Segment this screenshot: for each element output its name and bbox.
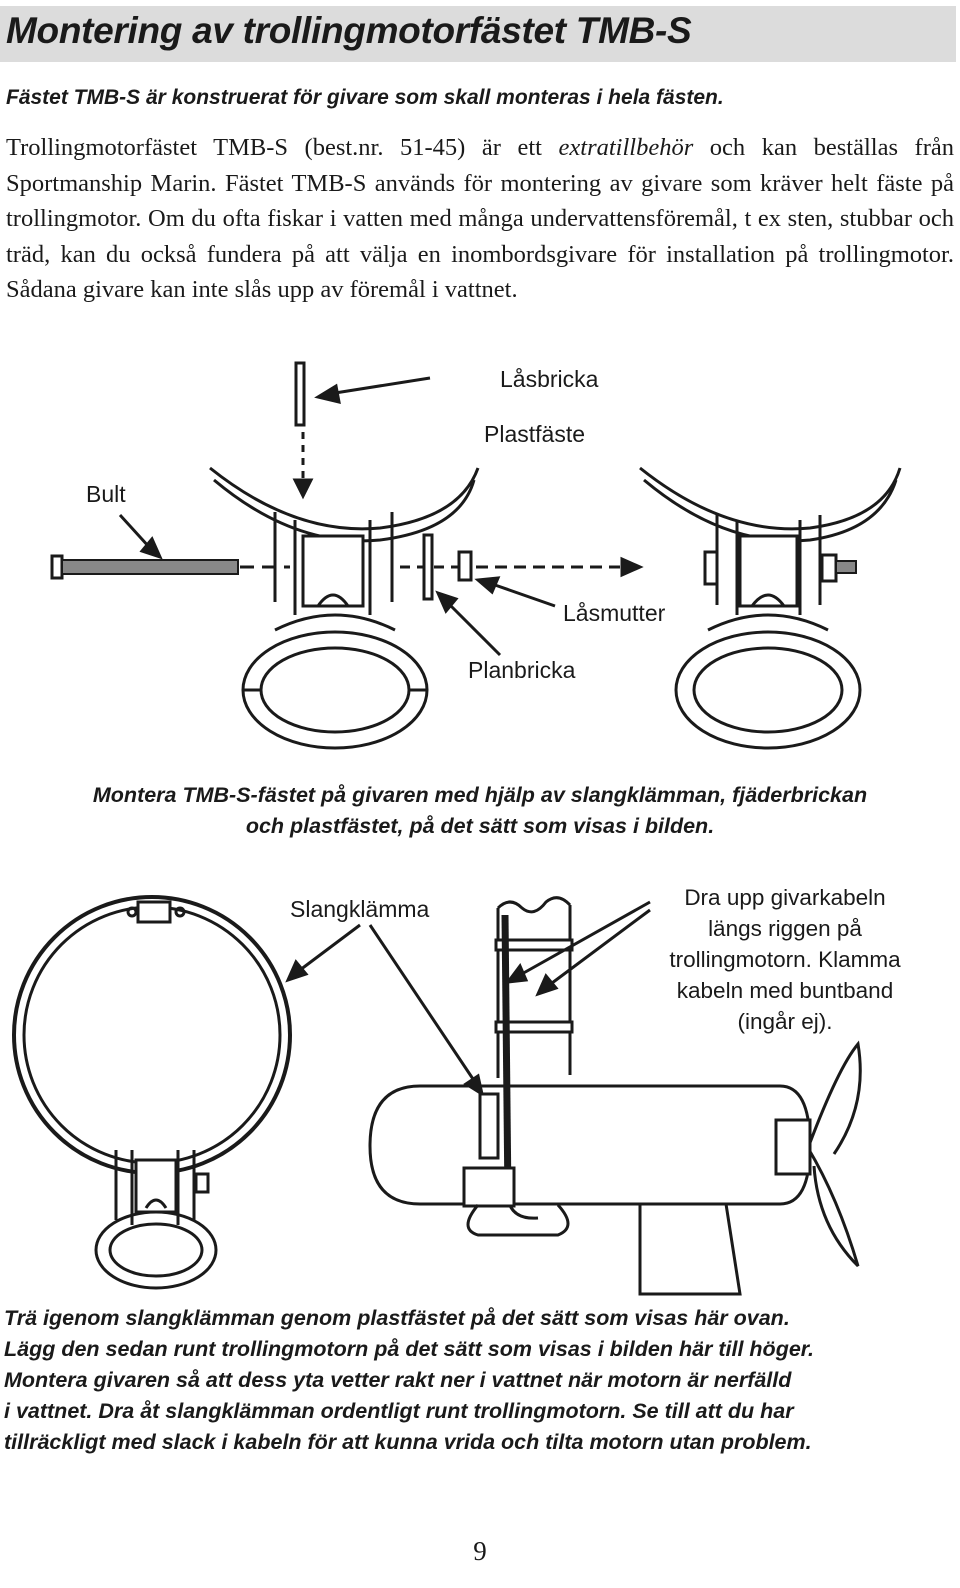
leader-lasmutter xyxy=(494,583,556,608)
arrow-head-icon xyxy=(435,590,459,614)
note-line: Dra upp givarkabeln xyxy=(684,885,886,910)
title-bar xyxy=(0,6,956,62)
caption2-line: Trä igenom slangklämman genom plastfäste… xyxy=(4,1306,790,1330)
page-number: 9 xyxy=(473,1536,487,1566)
label-planbricka: Planbricka xyxy=(468,657,576,683)
bolt xyxy=(50,554,290,580)
arrow-head-icon xyxy=(474,576,501,595)
para-emphasis: extratillbehör xyxy=(558,134,694,161)
label-lasbricka: Låsbricka xyxy=(500,366,599,392)
arrow-head-icon xyxy=(535,973,559,997)
note-line: kabeln med buntband xyxy=(676,978,894,1003)
caption2-line: Montera givaren så att dess yta vetter r… xyxy=(4,1368,792,1392)
page-title: Montering av trollingmotorfästet TMB-S xyxy=(6,10,692,51)
leader-bult xyxy=(118,513,152,550)
figure1-caption: Montera TMB-S-fästet på givaren med hjäl… xyxy=(6,780,954,842)
arrow-head-icon xyxy=(139,536,163,560)
arrow-head-icon xyxy=(285,959,309,983)
flat-washer xyxy=(422,533,434,601)
figure1-illustration xyxy=(50,361,902,750)
figure2-illustration xyxy=(12,895,862,1296)
hose-clamp-assembly xyxy=(12,895,292,1290)
intro-subtitle: Fästet TMB-S är konstruerat för givare s… xyxy=(6,86,724,109)
left-mount-assembly xyxy=(209,466,480,750)
arrow-head-icon xyxy=(504,963,529,984)
label-lasmutter: Låsmutter xyxy=(563,600,666,626)
caption2-line: Lägg den sedan runt trollingmotorn på de… xyxy=(4,1337,814,1361)
arrow-head-icon xyxy=(314,383,341,404)
caption2-line: tillräckligt med slack i kabeln för att … xyxy=(4,1430,812,1454)
right-mount-assembly xyxy=(639,466,902,750)
lock-nut xyxy=(457,550,473,582)
label-slangklamma: Slangklämma xyxy=(290,896,430,922)
note-line: (ingår ej). xyxy=(737,1009,833,1034)
caption2-line: i vattnet. Dra åt slangklämman ordentlig… xyxy=(4,1399,794,1423)
leader-lasbricka xyxy=(334,376,431,395)
label-plastfaste: Plastfäste xyxy=(484,421,585,447)
figure2-caption: Trä igenom slangklämman genom plastfäste… xyxy=(4,1303,956,1458)
leader-planbricka xyxy=(448,603,502,657)
caption1-line2: och plastfästet, på det sätt som visas i… xyxy=(245,814,715,838)
para-text-1: Trollingmotorfästet TMB-S (best.nr. 51-4… xyxy=(6,134,559,161)
para-text-2: och kan beställas från Sportmanship Mari… xyxy=(6,134,954,303)
label-bult: Bult xyxy=(86,481,126,507)
note-line: längs riggen på xyxy=(708,916,862,941)
caption1-line1: Montera TMB-S-fästet på givaren med hjäl… xyxy=(92,783,868,807)
cable-note: Dra upp givarkabeln längs riggen på trol… xyxy=(640,882,930,1037)
lock-washer-piece xyxy=(294,361,306,427)
arrow-down-icon xyxy=(292,478,314,500)
arrow-right-icon xyxy=(620,556,644,578)
note-line: trollingmotorn. Klamma xyxy=(669,947,901,972)
intro-paragraph: Trollingmotorfästet TMB-S (best.nr. 51-4… xyxy=(6,130,954,308)
